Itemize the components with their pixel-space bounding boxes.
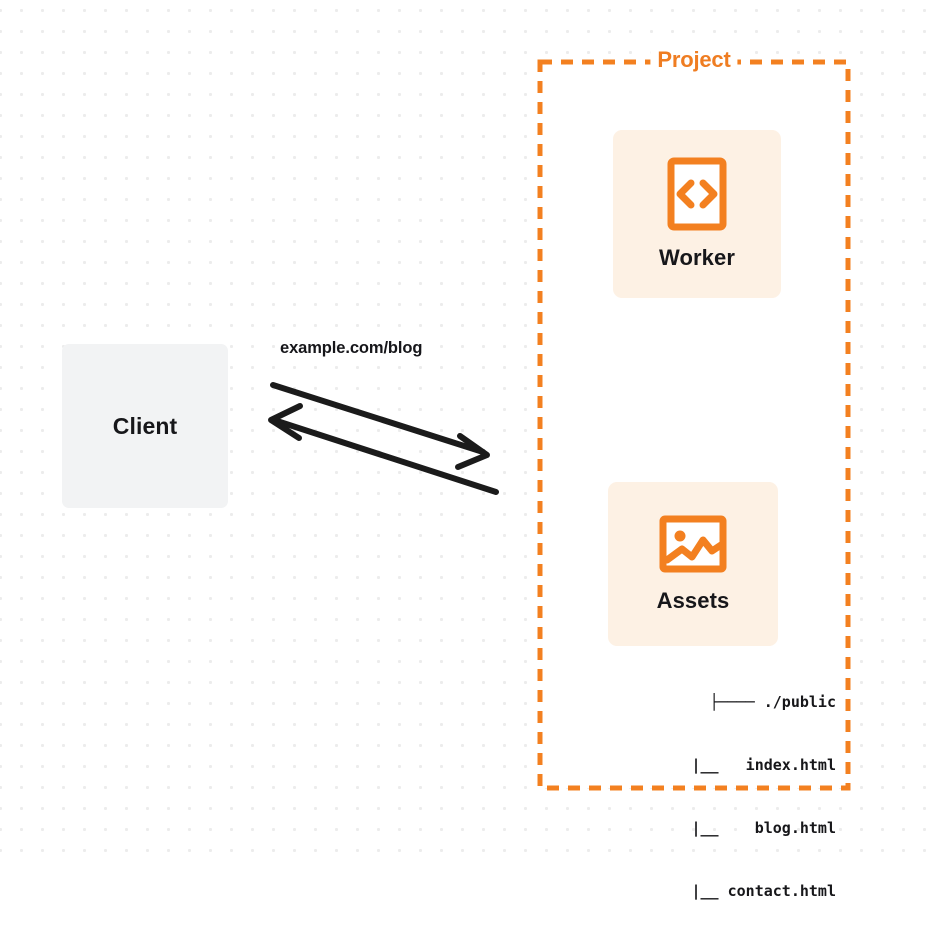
image-icon [659, 515, 727, 573]
diagram-canvas: Client example.com/blog Project Wor [0, 0, 938, 900]
assets-file-tree: ├──── ./public |__ index.html |__ blog.h… [586, 650, 836, 944]
file-tree-row: |__ index.html [664, 756, 836, 774]
file-tree-row: |__ blog.html [664, 819, 836, 837]
assets-card[interactable]: Assets [608, 482, 778, 646]
assets-card-label: Assets [656, 588, 730, 613]
project-container: Project Worker Assets ├──── ./public |__… [537, 47, 851, 900]
project-title: Project [650, 47, 738, 73]
file-tree-row: |__ contact.html [664, 882, 836, 900]
worker-card[interactable]: Worker [613, 130, 781, 298]
worker-card-label: Worker [659, 245, 735, 270]
connector-label: example.com/blog [280, 339, 423, 357]
client-node[interactable]: Client [62, 344, 228, 508]
client-node-label: Client [112, 412, 178, 439]
file-tree-row: ├──── ./public [709, 693, 836, 711]
request-arrow-icon [270, 382, 490, 470]
response-arrow-icon [268, 403, 499, 495]
code-brackets-icon [667, 157, 727, 231]
connector-arrows [268, 382, 499, 495]
